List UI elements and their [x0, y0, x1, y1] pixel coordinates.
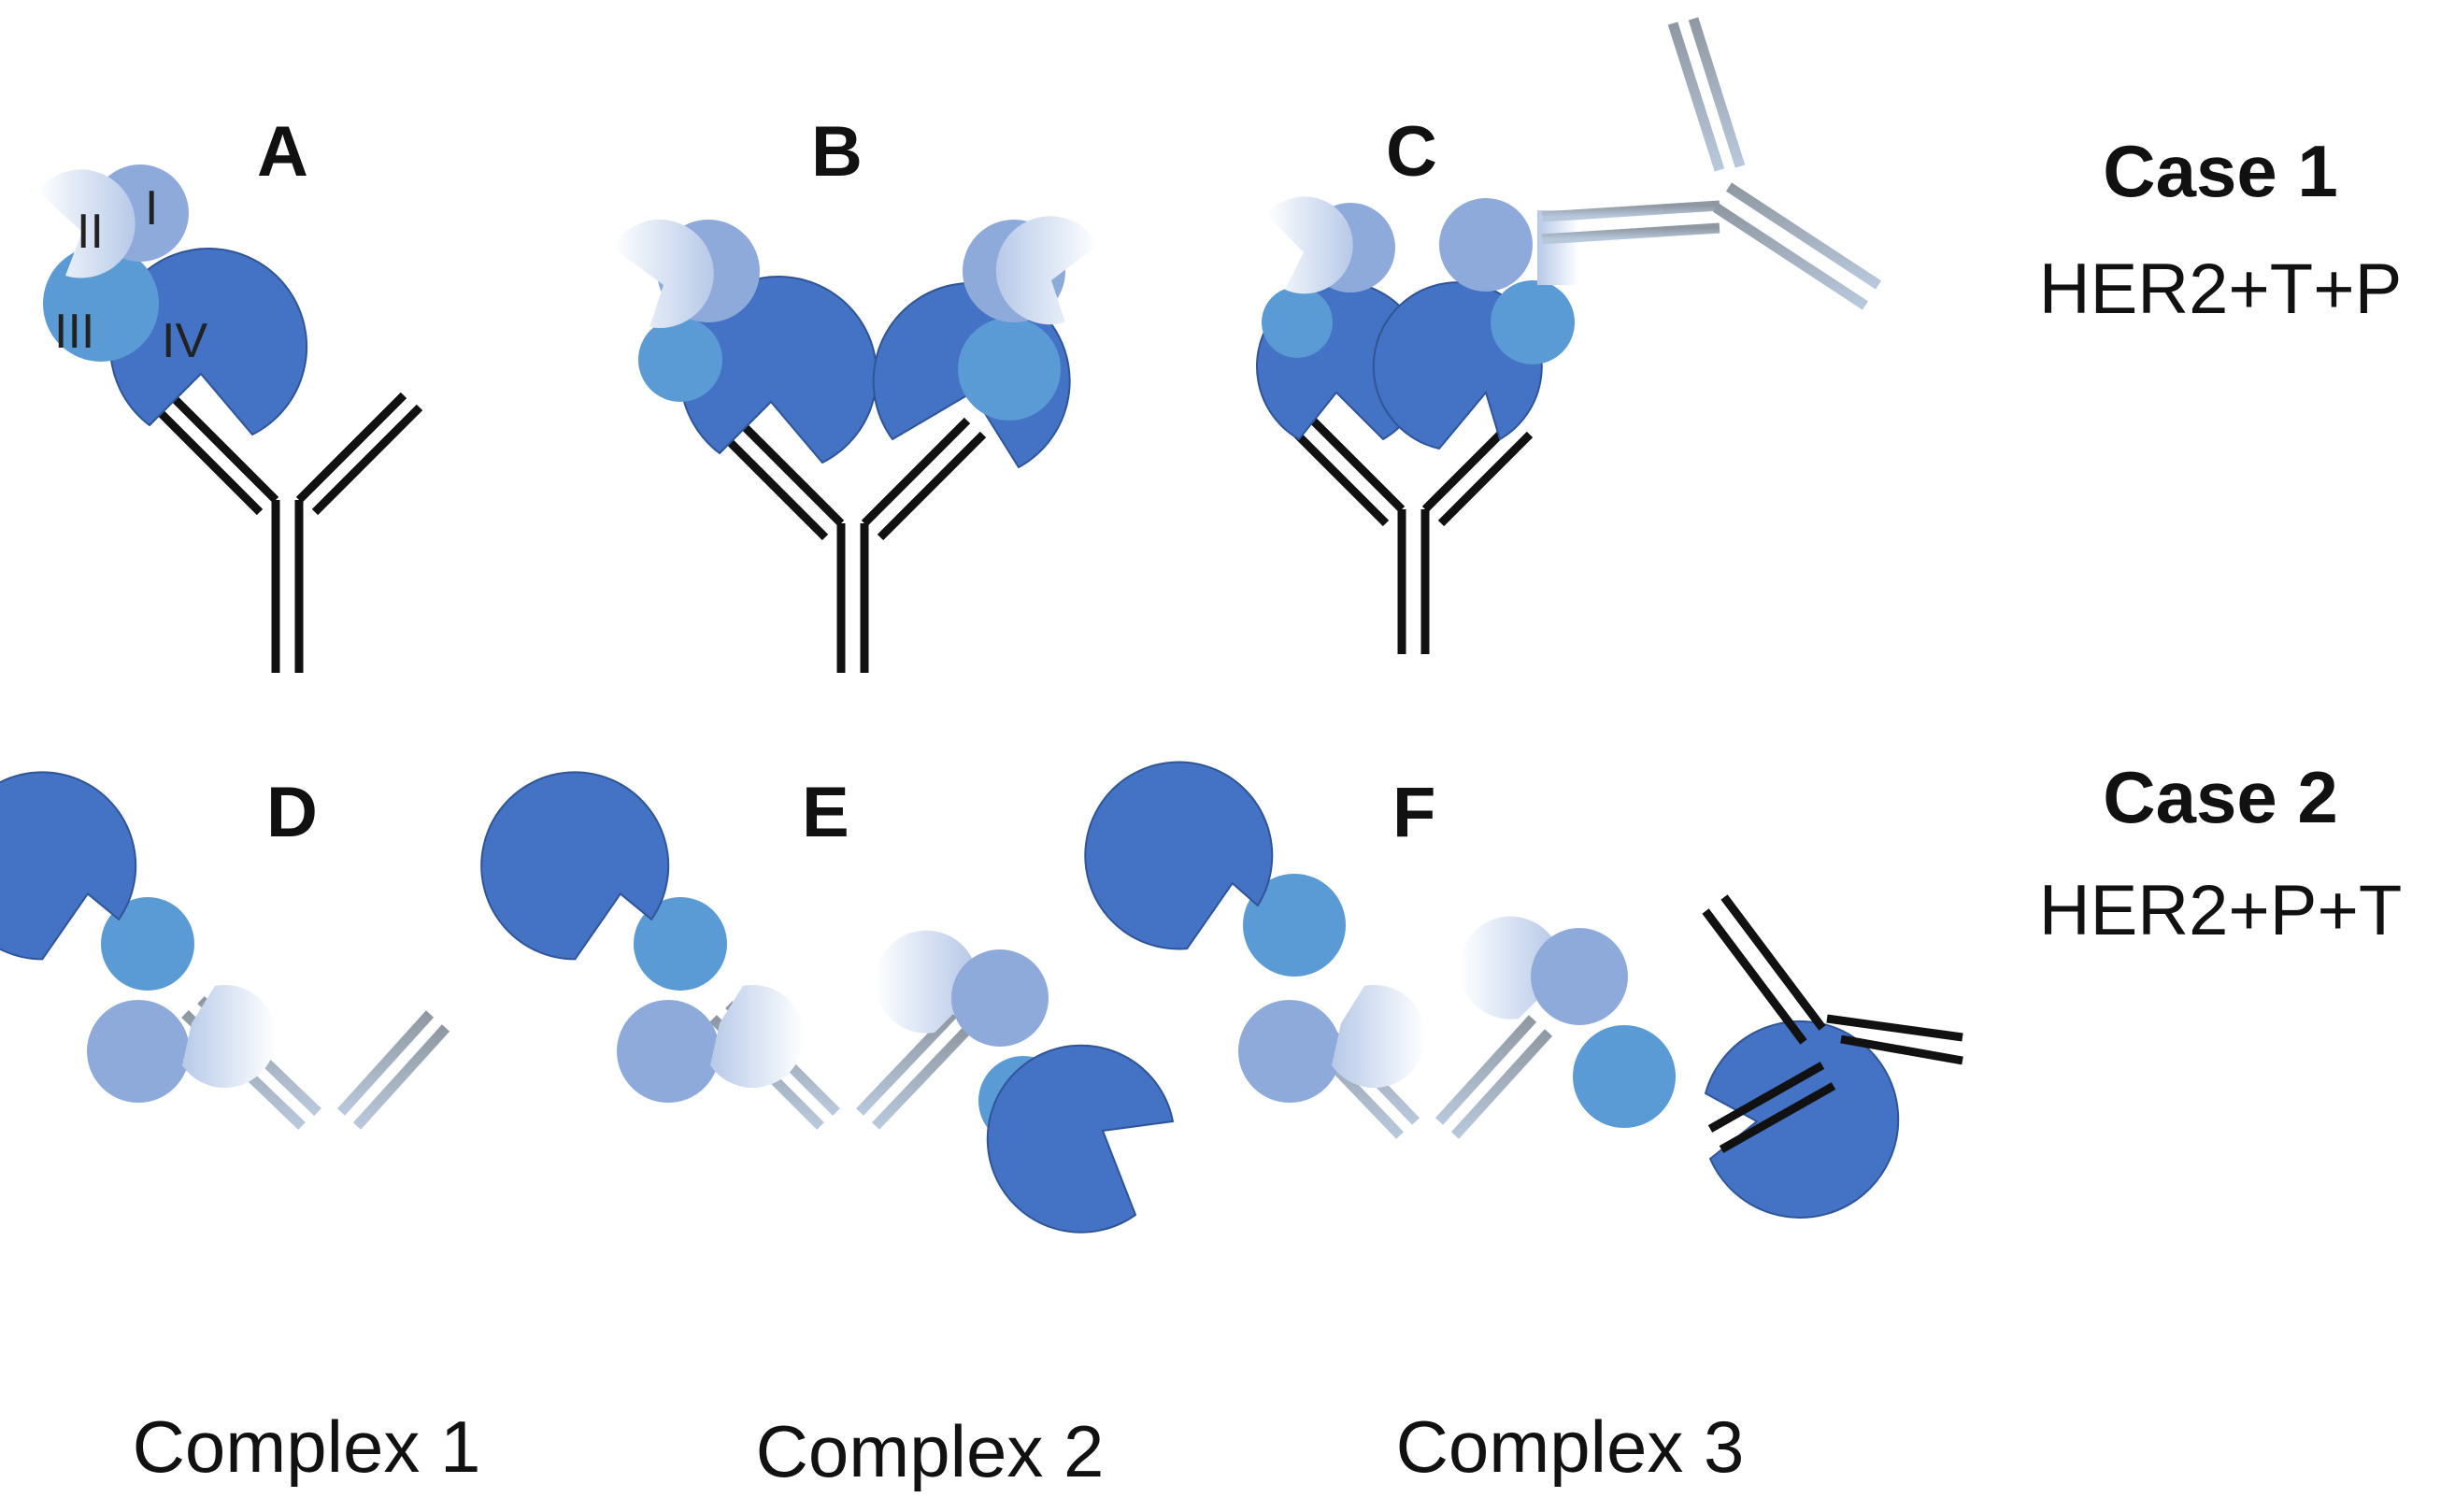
complex-labels: Complex 1 Complex 2 Complex 3 — [133, 1405, 1745, 1492]
complex-2-label: Complex 2 — [756, 1410, 1105, 1492]
her2-receptor-right — [1459, 916, 1900, 1219]
complex-3-label: Complex 3 — [1396, 1405, 1745, 1488]
case-1-title: Case 1 — [2103, 130, 2338, 212]
antibody-trastuzumab — [719, 417, 987, 673]
domain-label-ii: II — [77, 205, 104, 259]
panel-label-a: A — [257, 112, 308, 192]
her2-receptor-left — [1084, 761, 1426, 1103]
domain-label-iii: III — [54, 305, 94, 359]
her2-receptor — [0, 771, 277, 1103]
panel-label-f: F — [1392, 773, 1435, 852]
her2-receptor-right — [1372, 198, 1579, 450]
antibody-trastuzumab — [1293, 417, 1534, 654]
case-1-label: Case 1 HER2+T+P — [2039, 130, 2403, 329]
case-2-label: Case 2 HER2+P+T — [2039, 756, 2403, 950]
panel-e: E — [480, 771, 1175, 1290]
case-2-subtitle: HER2+P+T — [2039, 871, 2403, 950]
panel-b: B — [612, 112, 1098, 673]
panel-label-b: B — [811, 112, 863, 192]
panel-a: II I III IV A — [37, 112, 423, 673]
panel-label-c: C — [1386, 112, 1437, 192]
her2-receptor-left — [612, 220, 878, 464]
case-1-subtitle: HER2+T+P — [2039, 250, 2403, 329]
panel-d: D — [0, 771, 450, 1290]
antibody-trastuzumab — [1702, 894, 1963, 1153]
antibody-trastuzumab — [151, 392, 423, 673]
domain-ii-shape — [37, 169, 136, 278]
antibody-pertuzumab — [1541, 17, 1882, 310]
domain-label-iv: IV — [162, 314, 207, 368]
complex-1-label: Complex 1 — [133, 1405, 481, 1488]
case-2-title: Case 2 — [2103, 756, 2338, 838]
domain-label-i: I — [145, 181, 158, 235]
panel-label-d: D — [266, 773, 318, 852]
her2-receptor-right — [875, 930, 1175, 1234]
panel-c: C — [1256, 17, 1882, 654]
panel-f: F — [1084, 761, 1963, 1299]
panel-label-e: E — [802, 773, 849, 852]
her2-receptor — [37, 164, 308, 436]
her2-receptor-right — [872, 216, 1098, 469]
her2-receptor-left — [480, 771, 805, 1103]
